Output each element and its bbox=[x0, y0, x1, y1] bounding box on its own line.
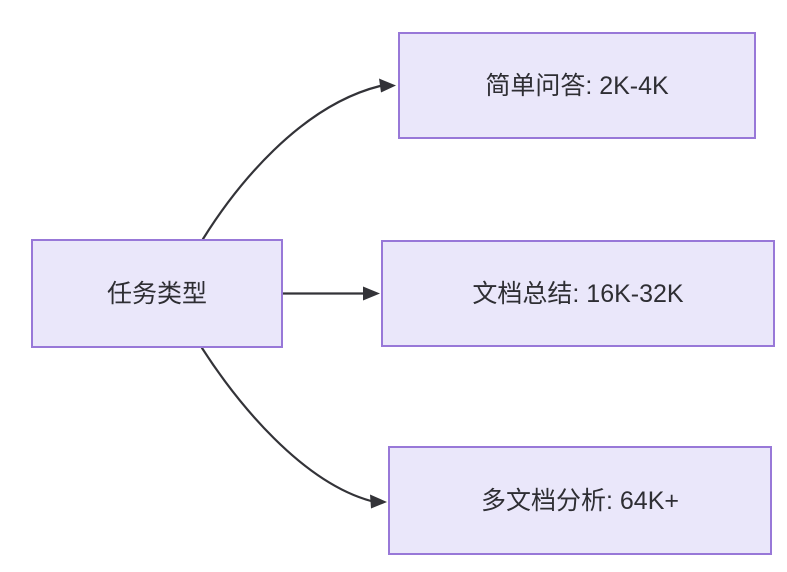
edge-group bbox=[200, 78, 396, 509]
node-simple-qa-box[interactable] bbox=[398, 32, 756, 139]
node-multi-doc-analysis-box[interactable] bbox=[388, 446, 772, 555]
node-doc-summary[interactable]: 文档总结: 16K-32K bbox=[381, 240, 775, 347]
arrowhead-doc-summary bbox=[363, 286, 380, 301]
edge-path-multi-doc-analysis bbox=[200, 346, 373, 503]
edge-task-type-to-simple-qa bbox=[201, 78, 396, 241]
node-simple-qa-label: 简单问答: 2K-4K bbox=[485, 72, 669, 100]
arrowhead-multi-doc-analysis bbox=[370, 494, 387, 509]
node-doc-summary-box[interactable] bbox=[381, 240, 775, 347]
node-task-type-box[interactable] bbox=[31, 239, 283, 348]
node-multi-doc-analysis-label: 多文档分析: 64K+ bbox=[481, 487, 679, 515]
arrowhead-simple-qa bbox=[379, 78, 396, 93]
node-multi-doc-analysis[interactable]: 多文档分析: 64K+ bbox=[388, 446, 772, 555]
node-doc-summary-label: 文档总结: 16K-32K bbox=[472, 280, 684, 308]
node-group: 任务类型 简单问答: 2K-4K 文档总结: 16K-32K 多文档分析: 64… bbox=[31, 32, 775, 555]
edge-path-simple-qa bbox=[201, 84, 382, 241]
node-task-type[interactable]: 任务类型 bbox=[31, 239, 283, 348]
edge-task-type-to-doc-summary bbox=[281, 286, 380, 301]
edge-task-type-to-multi-doc-analysis bbox=[200, 346, 387, 509]
node-simple-qa[interactable]: 简单问答: 2K-4K bbox=[398, 32, 756, 139]
node-task-type-label: 任务类型 bbox=[107, 280, 207, 308]
